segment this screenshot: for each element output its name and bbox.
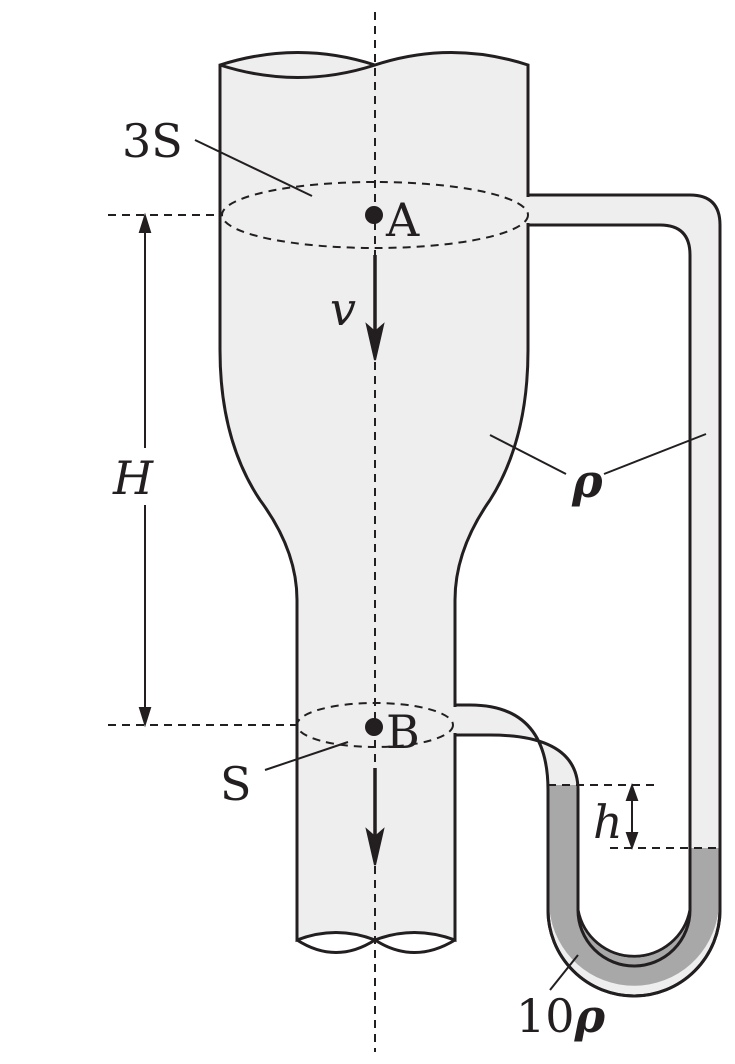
leader-s <box>264 741 349 771</box>
pipe-bottom-opening <box>374 938 456 954</box>
label-b: B <box>386 705 420 759</box>
label-3s: 3S <box>122 114 183 168</box>
arrowhead-up-icon <box>625 783 639 801</box>
label-a: A <box>385 193 420 247</box>
label-h: h <box>593 795 623 849</box>
arrowhead-down-icon <box>625 832 639 850</box>
label-rho: ρ <box>571 454 603 508</box>
leader-rho-left <box>489 434 567 475</box>
arrowhead-down-icon <box>365 322 385 361</box>
label-10rho-symbol: ρ <box>574 989 606 1043</box>
label-10rho-coef: 10 <box>516 989 575 1043</box>
leader-10rho <box>549 954 579 991</box>
leader-3s <box>194 139 313 197</box>
leader-rho-right <box>603 433 707 475</box>
main-pipe <box>218 51 530 943</box>
manometer-liquid <box>549 785 719 986</box>
point-a-dot <box>365 206 383 224</box>
arrowhead-up-icon <box>138 212 152 233</box>
arrowhead-down-icon <box>365 827 385 866</box>
label-10rho: 10ρ <box>516 989 606 1043</box>
label-s: S <box>220 757 252 811</box>
label-v: v <box>330 282 356 336</box>
pipe-top-opening <box>219 63 376 79</box>
point-b-dot <box>365 718 383 736</box>
manometer-outline <box>546 790 722 998</box>
arrowhead-down-icon <box>138 707 152 728</box>
label-H: H <box>112 451 154 505</box>
